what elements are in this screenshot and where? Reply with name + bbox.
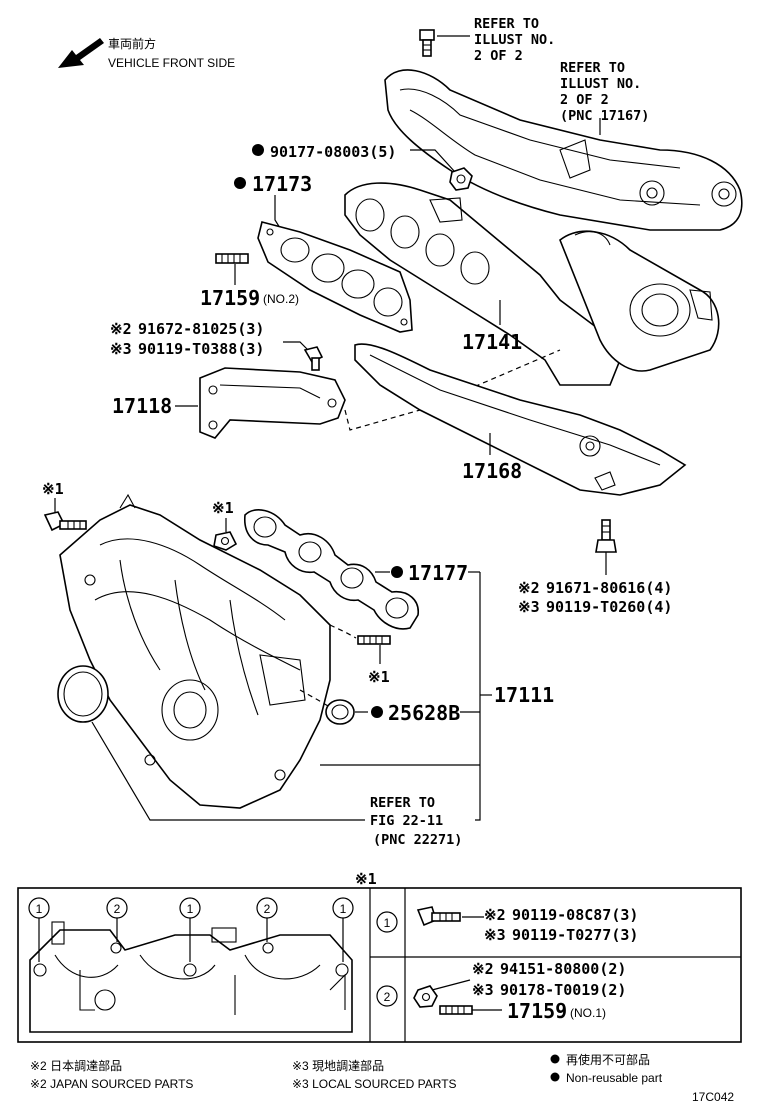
intake-nut-icon xyxy=(213,531,238,551)
intake-manifold xyxy=(59,493,331,809)
position-label: 2 xyxy=(114,902,121,916)
callout-mark-3b: ※3 xyxy=(518,598,540,616)
intake-stud-icon xyxy=(357,635,391,645)
legend-jp2: ※2 日本調達部品 xyxy=(30,1058,122,1073)
callout-17168: 17168 xyxy=(462,459,522,483)
small-bolt-icon xyxy=(303,346,324,371)
callout-mark-2a: ※2 xyxy=(110,320,132,338)
legend-en3: ※3 LOCAL SOURCED PARTS xyxy=(292,1077,457,1091)
row-2-num: 2 xyxy=(384,990,391,1004)
row-2-stud-icon xyxy=(439,1005,473,1015)
legend-en-nonreuse: Non-reusable part xyxy=(566,1071,663,1085)
row-2-part-a: 94151-80800(2) xyxy=(500,960,626,978)
row-1-part-a: 90119-08C87(3) xyxy=(512,906,638,924)
nut-icon xyxy=(449,167,473,191)
row-1-mark-b: ※3 xyxy=(484,926,506,944)
row-2-extra-part: 17159 xyxy=(507,999,567,1023)
throttle-gasket-ring xyxy=(57,665,109,723)
legend-en2: ※2 JAPAN SOURCED PARTS xyxy=(30,1077,193,1091)
manifold-bracket xyxy=(199,367,346,439)
callout-25628b: 25628B xyxy=(388,701,460,725)
callout-91671: 91671-80616(4) xyxy=(546,579,672,597)
exhaust-manifold-gasket xyxy=(257,221,413,333)
legend-jp-nonreuse: 再使用不可部品 xyxy=(566,1052,650,1067)
nonreusable-bullet-icon xyxy=(252,144,264,156)
lower-heat-insulator xyxy=(354,343,687,496)
callout-91672: 91672-81025(3) xyxy=(138,320,264,338)
note-mark-1b: ※1 xyxy=(212,499,234,517)
ref-insulator-line-1: REFER TO xyxy=(560,60,625,76)
position-label: 1 xyxy=(340,902,347,916)
gasket-25628b-icon xyxy=(325,699,355,725)
callout-90119-t0260: 90119-T0260(4) xyxy=(546,598,672,616)
row-2-extra-suffix: (NO.1) xyxy=(570,1006,606,1020)
ref-bolt-line-3: 2 OF 2 xyxy=(474,48,523,64)
ref-fig-line-3: (PNC 22271) xyxy=(373,832,462,848)
row-2-mark-a: ※2 xyxy=(472,960,494,978)
exhaust-manifold xyxy=(344,182,720,386)
row-2-part-b: 90178-T0019(2) xyxy=(500,981,626,999)
page-code: 17C042 xyxy=(692,1090,734,1104)
note-mark-1a: ※1 xyxy=(42,480,64,498)
ref-insulator-line-4: (PNC 17167) xyxy=(560,108,649,124)
callout-17159-no2: 17159 xyxy=(200,286,260,310)
row-1-bolt-icon xyxy=(416,906,461,927)
legend-jp3: ※3 現地調達部品 xyxy=(292,1058,384,1073)
note-mark-1c: ※1 xyxy=(368,668,390,686)
callout-17111: 17111 xyxy=(494,683,554,707)
row-1-part-b: 90119-T0277(3) xyxy=(512,926,638,944)
front-label-jp: 車両前方 xyxy=(108,36,156,51)
callout-17177: 17177 xyxy=(408,561,468,585)
callout-17173: 17173 xyxy=(252,172,312,196)
callout-90177: 90177-08003(5) xyxy=(270,143,396,161)
nonreusable-bullet-icon xyxy=(391,566,403,578)
top-bolt-icon xyxy=(419,29,435,57)
row-1-mark-a: ※2 xyxy=(484,906,506,924)
nonreusable-bullet-icon xyxy=(234,177,246,189)
vehicle-front-arrow-icon xyxy=(58,38,104,68)
front-label-en: VEHICLE FRONT SIDE xyxy=(108,56,235,70)
callout-90119-t0388: 90119-T0388(3) xyxy=(138,340,264,358)
detail-gasket-view xyxy=(29,921,353,1033)
intake-bolt-icon xyxy=(43,511,87,532)
callout-17118: 17118 xyxy=(112,394,172,418)
stud-bolt-icon xyxy=(215,253,249,264)
callout-mark-2b: ※2 xyxy=(518,579,540,597)
ref-insulator-line-3: 2 OF 2 xyxy=(560,92,609,108)
intake-gasket xyxy=(244,509,419,630)
row-1-marker xyxy=(376,911,398,933)
nonreusable-bullet-icon xyxy=(371,706,383,718)
position-label: 1 xyxy=(36,902,43,916)
callout-mark-3a: ※3 xyxy=(110,340,132,358)
nonreusable-bullet-icon xyxy=(550,1054,560,1064)
row-1-num: 1 xyxy=(384,916,391,930)
detail-box-title: ※1 xyxy=(355,870,377,888)
ref-fig-line-2: FIG 22-11 xyxy=(370,813,443,829)
callout-17159-no2-suffix: (NO.2) xyxy=(263,292,299,306)
ref-fig-line-1: REFER TO xyxy=(370,795,435,811)
ref-bolt-line-1: REFER TO xyxy=(474,16,539,32)
position-label: 2 xyxy=(264,902,271,916)
nonreusable-bullet-icon xyxy=(550,1072,560,1082)
upper-heat-insulator xyxy=(384,69,743,231)
ref-insulator-line-2: ILLUST NO. xyxy=(560,76,641,92)
detail-position-markers: 1 2 1 2 1 xyxy=(28,897,354,962)
position-label: 1 xyxy=(187,902,194,916)
row-2-nut-icon xyxy=(413,985,438,1008)
lower-bolt-icon xyxy=(595,519,617,553)
row-2-mark-b: ※3 xyxy=(472,981,494,999)
callout-17141: 17141 xyxy=(462,330,522,354)
row-2-marker xyxy=(376,985,398,1007)
ref-bolt-line-2: ILLUST NO. xyxy=(474,32,555,48)
